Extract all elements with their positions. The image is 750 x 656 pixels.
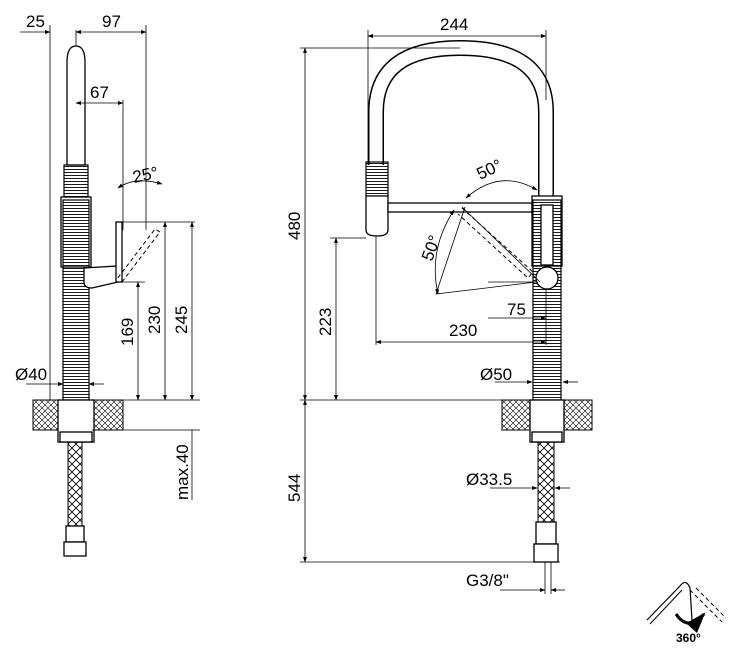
front-dim-244: 244: [440, 15, 468, 34]
front-dim-75: 75: [507, 300, 526, 319]
front-dim-223: 223: [316, 308, 335, 336]
front-dim-dia50: Ø50: [480, 365, 512, 384]
front-dim-480: 480: [285, 212, 304, 240]
front-view: 244 480 50° 50° 223 75 230 Ø50 544 Ø33.5…: [285, 15, 593, 594]
side-spout: [66, 45, 86, 166]
side-mount-ring: [59, 431, 93, 443]
front-spray-holder: [387, 202, 533, 213]
side-hose-fitting: [65, 525, 85, 543]
side-hose-end: [63, 541, 87, 557]
rotation-arrow-icon: [674, 612, 706, 634]
front-lever-knob: [535, 266, 559, 290]
front-hose-fitting: [535, 521, 557, 545]
side-lever-handle: [115, 221, 123, 283]
side-lever: [83, 265, 119, 289]
front-hose: [537, 441, 555, 523]
side-dim-max40: max.40: [173, 444, 192, 500]
front-spray-coupling: [365, 161, 389, 197]
front-spray-head: [365, 195, 389, 237]
rotation-label: 360°: [676, 631, 701, 645]
rotation-360-icon: 360°: [646, 581, 727, 645]
front-dim-dia33-5: Ø33.5: [466, 470, 512, 489]
front-dim-230: 230: [449, 321, 477, 340]
side-dim-dia40: Ø40: [15, 365, 47, 384]
side-hose: [67, 441, 83, 527]
rotation-spout-icon: [646, 581, 693, 621]
front-gooseneck: [368, 39, 554, 196]
side-dim-67: 67: [90, 83, 109, 102]
front-holder-tilted: [457, 207, 534, 279]
side-dim-25: 25: [26, 12, 45, 31]
front-dim-544: 544: [285, 474, 304, 502]
side-view: 25 97 67 25° 169 230 245 Ø40 max.40: [15, 12, 200, 557]
side-dim-97: 97: [102, 12, 121, 31]
side-lever-tilted: [116, 228, 161, 283]
side-dim-169: 169: [118, 318, 137, 346]
front-dim-angle-50-top: 50°: [474, 156, 505, 184]
side-coupling: [63, 164, 89, 198]
front-dim-g3-8: G3/8": [466, 571, 509, 590]
side-dim-angle-25: 25°: [131, 163, 160, 187]
side-dim-230: 230: [145, 306, 164, 334]
side-body-ribbed: [62, 199, 90, 401]
side-dim-245: 245: [172, 306, 191, 334]
